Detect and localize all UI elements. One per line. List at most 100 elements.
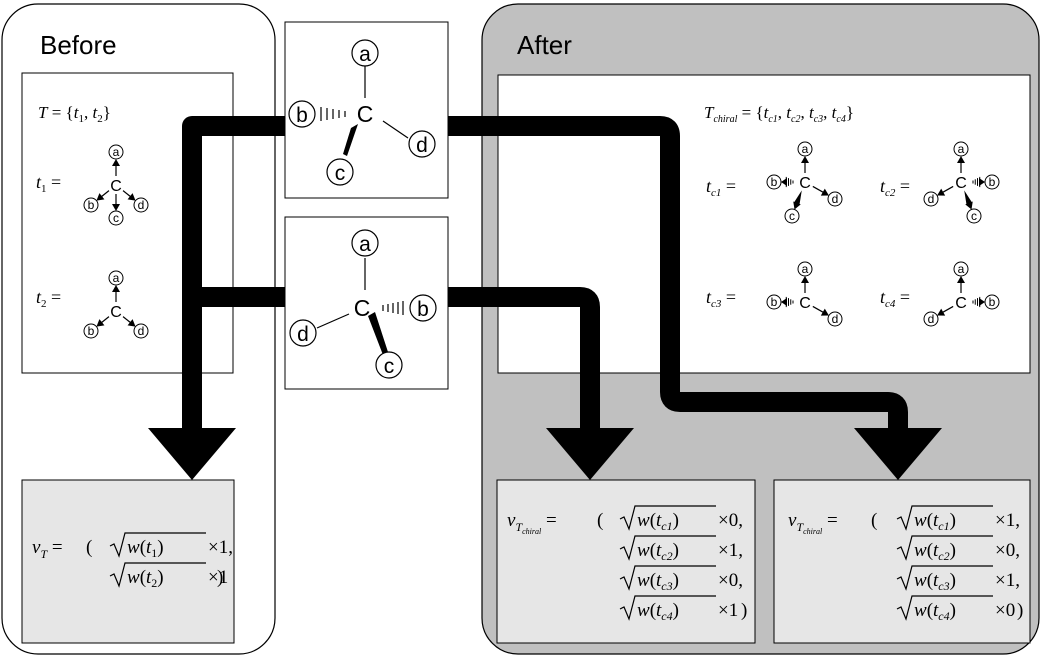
mini-atom-b: b [989, 175, 996, 189]
vector-before-term: w(t2) ×1 [109, 562, 228, 590]
tc3-label: tc3 = [706, 287, 736, 310]
tc4-label: tc4 = [880, 287, 910, 310]
mini-atom-circle [984, 174, 1000, 190]
flow-arrows [182, 116, 908, 432]
svg-text:w(tc4): w(tc4) [637, 600, 679, 623]
mini-atom-c: c [971, 209, 977, 223]
mini-atom-circle [108, 210, 124, 226]
mini-atom-circle [797, 261, 813, 277]
mini-atom-c: c [789, 209, 795, 223]
atom-b-label: b [417, 298, 429, 321]
molecule-2: a C d b c [284, 216, 449, 390]
atom-a-label: a [359, 43, 371, 66]
after-set-formula: Tchiral = {tc1, tc2, tc3, tc4} [704, 103, 854, 125]
vector-after-1-term: w(tc3)×0, [619, 565, 743, 593]
tc2-label: tc2 = [880, 176, 910, 199]
svg-text:×1,: ×1, [995, 570, 1020, 591]
arrowhead-before [148, 428, 236, 480]
mini-atom-d: d [928, 192, 935, 206]
before-title: Before [40, 30, 117, 60]
mini-atom-b: b [771, 175, 778, 189]
mini-atom-a: a [113, 145, 120, 159]
mini-atom-circle [953, 261, 969, 277]
svg-text:w(tc3): w(tc3) [914, 570, 956, 593]
before-set-formula: T = {t1, t2} t1 = t2 = [36, 103, 111, 310]
mini-atom-C: C [955, 175, 967, 192]
mini-atom-circle [133, 197, 149, 213]
svg-text:w(t2): w(t2) [127, 567, 164, 590]
mini-atom-circle [984, 294, 1000, 310]
svg-text:×0,: ×0, [718, 510, 743, 531]
mini-atom-circle [827, 311, 843, 327]
mini-atom-circle [923, 191, 939, 207]
mini-atom-circle [83, 197, 99, 213]
mini-atom-b: b [771, 295, 778, 309]
vector-after-2-label: vTchiral = [788, 510, 838, 536]
mini-atom-d: d [832, 192, 839, 206]
svg-text:w(tc1): w(tc1) [914, 510, 956, 533]
mini-atom-b: b [88, 198, 95, 212]
arrowhead-after-2 [854, 428, 942, 480]
mini-atom-d: d [928, 312, 935, 326]
mini-atom-circle [923, 311, 939, 327]
mini-atom-C: C [799, 175, 811, 192]
open-paren: ( [86, 537, 92, 558]
svg-text:×1: ×1 [718, 600, 738, 621]
mini-atom-circle [766, 294, 782, 310]
mini-atom-circle [83, 323, 99, 339]
vector-before-label: vT = [32, 537, 63, 561]
vector-after-2-term: w(tc4) ×0 [896, 595, 1015, 623]
mini-atom-a: a [958, 262, 965, 276]
vector-before-box [21, 479, 235, 644]
mini-tree: Ca b c d [923, 141, 1000, 224]
t2-label: t2 = [36, 287, 61, 310]
svg-text:w(tc1): w(tc1) [637, 510, 679, 533]
svg-text:w(tc4): w(tc4) [914, 600, 956, 623]
vectors: vT = ( w(t1)×1, w(t2) ×1) vTchiral = ( w(tc1) ×0… [32, 505, 1023, 623]
vector-before-term: w(t1)×1, [109, 532, 233, 560]
svg-text:w(tc2): w(tc2) [637, 540, 679, 563]
mini-atom-a: a [958, 142, 965, 156]
svg-text:×0: ×0 [995, 600, 1015, 621]
mini-tree: Ca b d [83, 270, 149, 339]
mini-atom-a: a [802, 262, 809, 276]
tc1-label: tc1 = [706, 176, 736, 199]
mini-atom-circle [784, 208, 800, 224]
mini-atom-b: b [88, 324, 95, 338]
flow-line-molecule1-before [182, 116, 285, 432]
after-item-labels: tc1 = tc2 = tc3 = tc4 = [706, 176, 910, 310]
open-paren: ( [871, 510, 877, 531]
t1-label: t1 = [36, 172, 61, 195]
atom-c-label: c [384, 355, 395, 378]
svg-text:T = {t1, t2}: T = {t1, t2} [38, 103, 111, 125]
mini-atom-circle [966, 208, 982, 224]
mini-atom-circle [108, 144, 124, 160]
vector-after-2-term: w(tc1)×1, [896, 505, 1020, 533]
mini-atom-c: c [113, 211, 119, 225]
svg-text:w(tc2): w(tc2) [914, 540, 956, 563]
molecule-1: a b C d c [284, 21, 449, 199]
vector-after-1-term: w(tc4) ×1 [619, 595, 738, 623]
arrowhead-after-1 [546, 428, 634, 480]
close-paren: ) [217, 567, 223, 588]
svg-text:×1: ×1 [208, 567, 228, 588]
svg-text:w(tc3): w(tc3) [637, 570, 679, 593]
mini-atom-a: a [113, 271, 120, 285]
vector-after-2-term: w(tc3) ×1, [896, 565, 1020, 593]
atom-d-label: d [416, 134, 428, 157]
after-title: After [517, 30, 572, 60]
atom-d-label: d [297, 323, 309, 346]
atom-C-label: C [354, 295, 371, 321]
atom-b-label: b [296, 104, 308, 127]
vector-after-1-term: w(tc2)×1, [619, 535, 743, 563]
atom-a-label: a [359, 233, 371, 256]
atom-C-label: C [357, 101, 374, 127]
mini-atom-d: d [138, 324, 145, 338]
mini-atom-circle [133, 323, 149, 339]
mini-atom-C: C [110, 304, 122, 321]
close-paren: ) [1017, 600, 1023, 621]
